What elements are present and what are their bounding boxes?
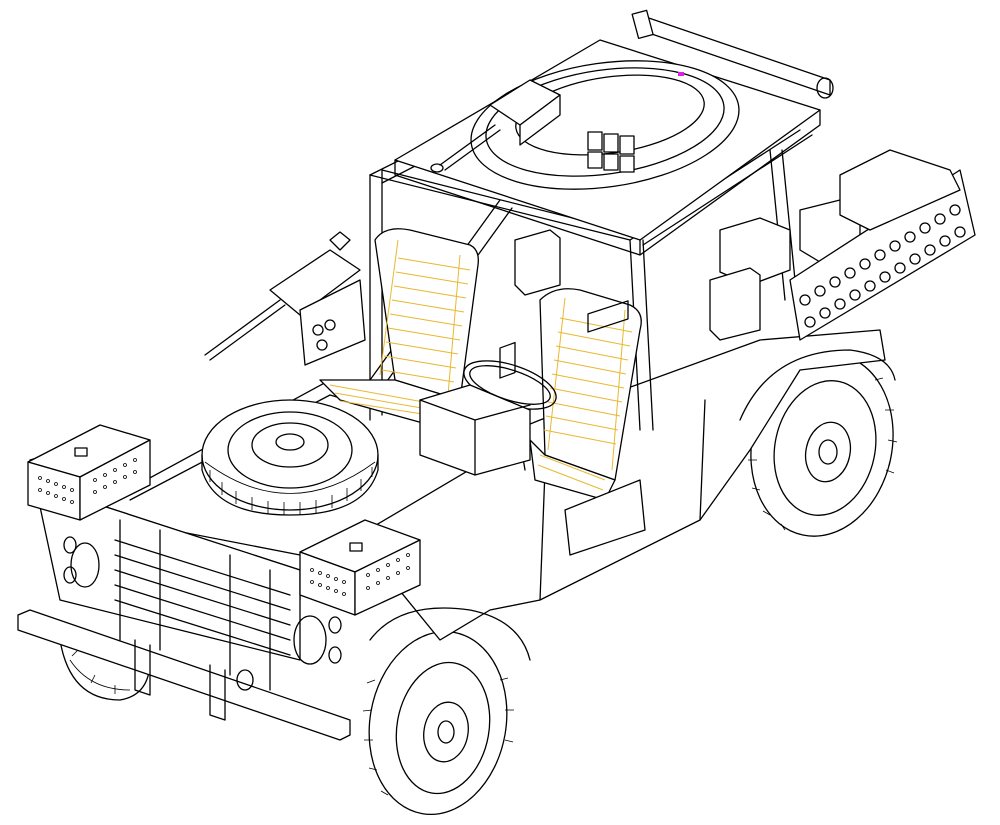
rear-ammo-boxes [514,199,861,341]
side-rack [789,149,976,341]
stowage-box-right [299,519,421,616]
roof-machine-gun [430,79,561,173]
side-step-box [564,300,646,556]
top-tube [631,9,834,99]
front-seat-left [319,228,479,426]
front-machine-gun [204,231,366,366]
rear-wheel [748,353,898,537]
front-right-wheel [362,630,514,816]
marker-magenta [678,72,684,76]
center-console [419,384,531,476]
spare-wheel [201,399,379,516]
stowage-box-left [27,424,151,521]
front-seat-right [529,288,642,501]
